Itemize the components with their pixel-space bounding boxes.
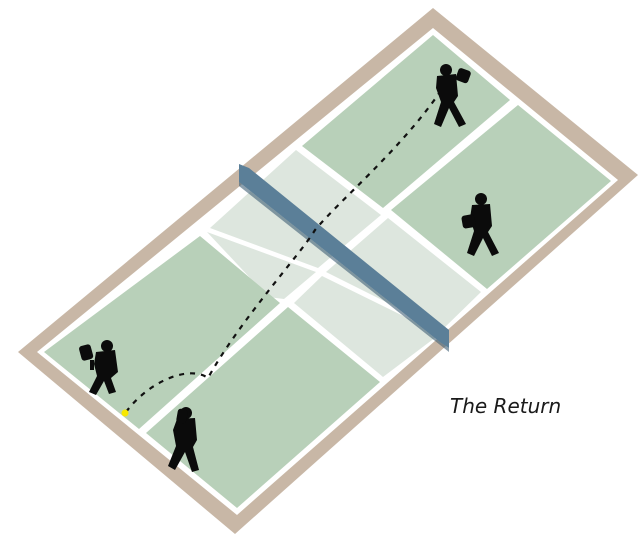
ball (122, 410, 129, 417)
diagram-caption: The Return (450, 394, 561, 418)
